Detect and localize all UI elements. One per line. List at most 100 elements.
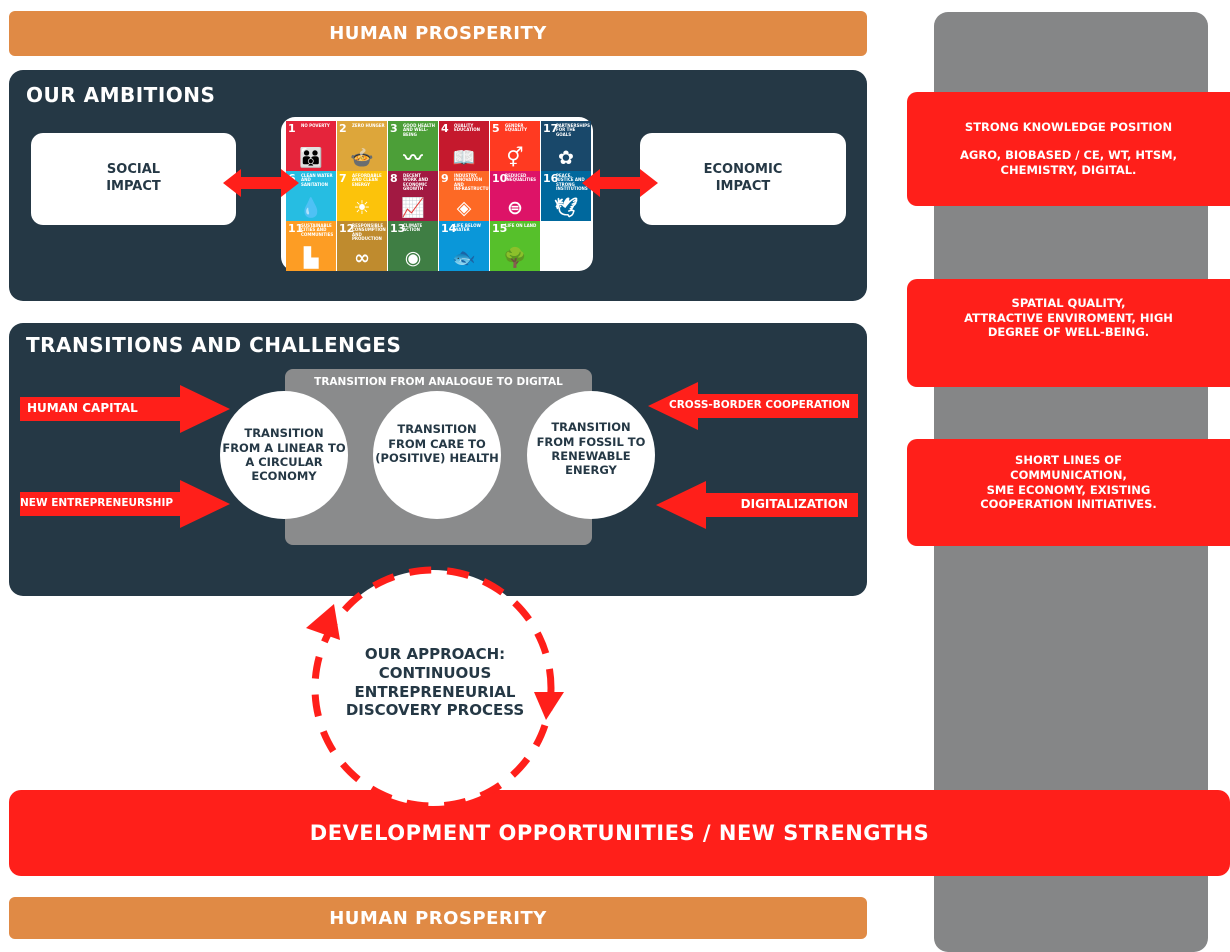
development-opportunities-label: DEVELOPMENT OPPORTUNITIES / NEW STRENGTH… [309,821,930,845]
strength-card-spatial: SPATIAL QUALITY, ATTRACTIVE ENVIROMENT, … [907,279,1230,387]
sdg-label: INDUSTRY, INNOVATION AND INFRASTRUCTURE [454,173,489,192]
sdg-number: 12 [339,222,355,235]
strength-card-detail: AGRO, BIOBASED / CE, WT, HTSM, CHEMISTRY… [960,148,1177,177]
transitions-title: TRANSITIONS AND CHALLENGES [26,333,402,357]
sdg-label: LIFE BELOW WATER [454,223,481,233]
sdg-number: 4 [441,122,449,135]
sdg-number: 13 [390,222,406,235]
approach-text: OUR APPROACH: CONTINUOUS ENTREPRENEURIAL… [345,645,525,720]
arrow-label: NEW ENTREPRENEURSHIP [20,497,174,509]
sdg-icon: ✿ [558,147,574,169]
arrow-label: HUMAN CAPITAL [27,401,138,415]
sdg-label: PEACE, JUSTICE AND STRONG INSTITUTIONS [556,173,588,192]
sdg-icon: 🐟 [452,247,476,269]
sdg-economic-double-arrow [582,169,658,197]
cycle-arrowhead-right [534,692,564,720]
human-capital-arrow: HUMAN CAPITAL [20,385,230,433]
approach-label: OUR APPROACH: CONTINUOUS ENTREPRENEURIAL… [325,645,545,720]
sdg-label: CLEAN WATER AND SANITATION [301,173,333,187]
circle-label: TRANSITION FROM CARE TO (POSITIVE) HEALT… [375,422,499,466]
sdg-number: 7 [339,172,347,185]
sdg-label: SUSTAINABLE CITIES AND COMMUNITIES [301,223,334,237]
ambitions-title: OUR AMBITIONS [26,83,216,107]
footer-human-prosperity: HUMAN PROSPERITY [9,897,867,939]
sdg-label: AFFORDABLE AND CLEAN ENERGY [352,173,382,187]
social-sdg-double-arrow [223,169,299,197]
sdg-icon: 💧 [299,197,323,219]
sdg-icon: ◉ [404,247,422,269]
sdg-icon: ⚥ [506,147,524,169]
sdg-number: 5 [492,122,500,135]
social-impact-label: SOCIAL IMPACT [106,162,161,194]
sdg-label: NO POVERTY [301,123,330,128]
sdg-icon: 🍲 [350,147,374,169]
economic-impact-label: ECONOMIC IMPACT [703,162,783,194]
sdg-label: DECENT WORK AND ECONOMIC GROWTH [403,173,429,192]
sdg-icon: 〰 [403,147,423,169]
new-entrepreneurship-arrow: NEW ENTREPRENEURSHIP [20,480,230,528]
sdg-label: PARTNERSHIPS FOR THE GOALS [556,123,590,137]
development-opportunities-bar: DEVELOPMENT OPPORTUNITIES / NEW STRENGTH… [9,790,1230,876]
sdg-label: QUALITY EDUCATION [454,123,480,133]
sdg-icon: ⊜ [507,197,523,219]
positive-health-circle: TRANSITION FROM CARE TO (POSITIVE) HEALT… [373,391,501,519]
cycle-arrowhead-left [306,604,340,640]
sdg-label: GOOD HEALTH AND WELL-BEING [403,123,435,137]
sdg-label: CLIMATE ACTION [403,223,423,233]
header-human-prosperity: HUMAN PROSPERITY [9,11,867,56]
strength-card-communication: SHORT LINES OF COMMUNICATION, SME ECONOM… [907,439,1230,546]
sdg-tile-6: 6CLEAN WATER AND SANITATION💧 [286,171,336,221]
discovery-cycle-ring [306,566,564,810]
economic-impact-box: ECONOMIC IMPACT [640,133,846,225]
sdg-tile-7: 7 AFFORDABLE AND CLEAN ENERGY ☀ [337,171,387,221]
sdg-label: RESPONSIBLE CONSUMPTION AND PRODUCTION [352,223,386,242]
sdg-tile-5: 5 GENDER EQUALITY ⚥ [490,121,540,171]
strength-card-title: SHORT LINES OF COMMUNICATION, SME ECONOM… [980,452,1157,512]
sdg-label: GENDER EQUALITY [505,123,528,133]
digitalization-arrow: DIGITALIZATION [656,481,858,529]
sdg-tile-3: 3 GOOD HEALTH AND WELL-BEING 〰 [388,121,438,171]
circular-economy-circle: TRANSITION FROM A LINEAR TO A CIRCULAR E… [220,391,348,519]
sdg-icon: 🕊 [553,197,579,219]
social-impact-box: SOCIAL IMPACT [31,133,236,225]
sdg-tile-4: 4 QUALITY EDUCATION 📖 [439,121,489,171]
sdg-number: 3 [390,122,398,135]
strength-card-title: SPATIAL QUALITY, ATTRACTIVE ENVIROMENT, … [964,295,1173,340]
sdg-number: 10 [492,172,508,185]
sdg-icon: ∞ [354,247,370,269]
arrow-label: DIGITALIZATION [740,497,848,511]
ambitions-panel: OUR AMBITIONS SOCIAL IMPACT ECONOMIC IMP… [9,70,867,301]
sdg-icon: ◈ [456,197,472,219]
sdg-number: 2 [339,122,347,135]
sdg-tile-2: 2 ZERO HUNGER 🍲 [337,121,387,171]
circle-label: TRANSITION FROM A LINEAR TO A CIRCULAR E… [222,426,346,484]
sdg-number: 17 [543,122,559,135]
sdg-icon: 📈 [401,197,425,219]
sdg-number: 15 [492,222,508,235]
sdg-label: ZERO HUNGER [352,123,385,128]
sdg-icon: 📖 [452,147,476,169]
sdg-icon: 🌳 [503,247,527,269]
sdg-icon: ☀ [353,197,371,219]
arrow-label: CROSS-BORDER COOPERATION [669,399,850,411]
strength-card-title: STRONG KNOWLEDGE POSITION [964,120,1173,135]
renewable-energy-circle: TRANSITION FROM FOSSIL TO RENEWABLE ENER… [527,391,655,519]
sdg-number: 1 [288,122,296,135]
sdg-number: 14 [441,222,457,235]
sdg-tile-9: 9 INDUSTRY, INNOVATION AND INFRASTRUCTURE… [439,171,489,221]
circle-label: TRANSITION FROM FOSSIL TO RENEWABLE ENER… [536,420,646,478]
sdg-number: 9 [441,172,449,185]
sdg-number: 8 [390,172,398,185]
sdg-number: 11 [288,222,304,235]
strength-card-knowledge: STRONG KNOWLEDGE POSITION AGRO, BIOBASED… [907,92,1230,206]
sdg-label: LIFE ON LAND [505,223,537,228]
